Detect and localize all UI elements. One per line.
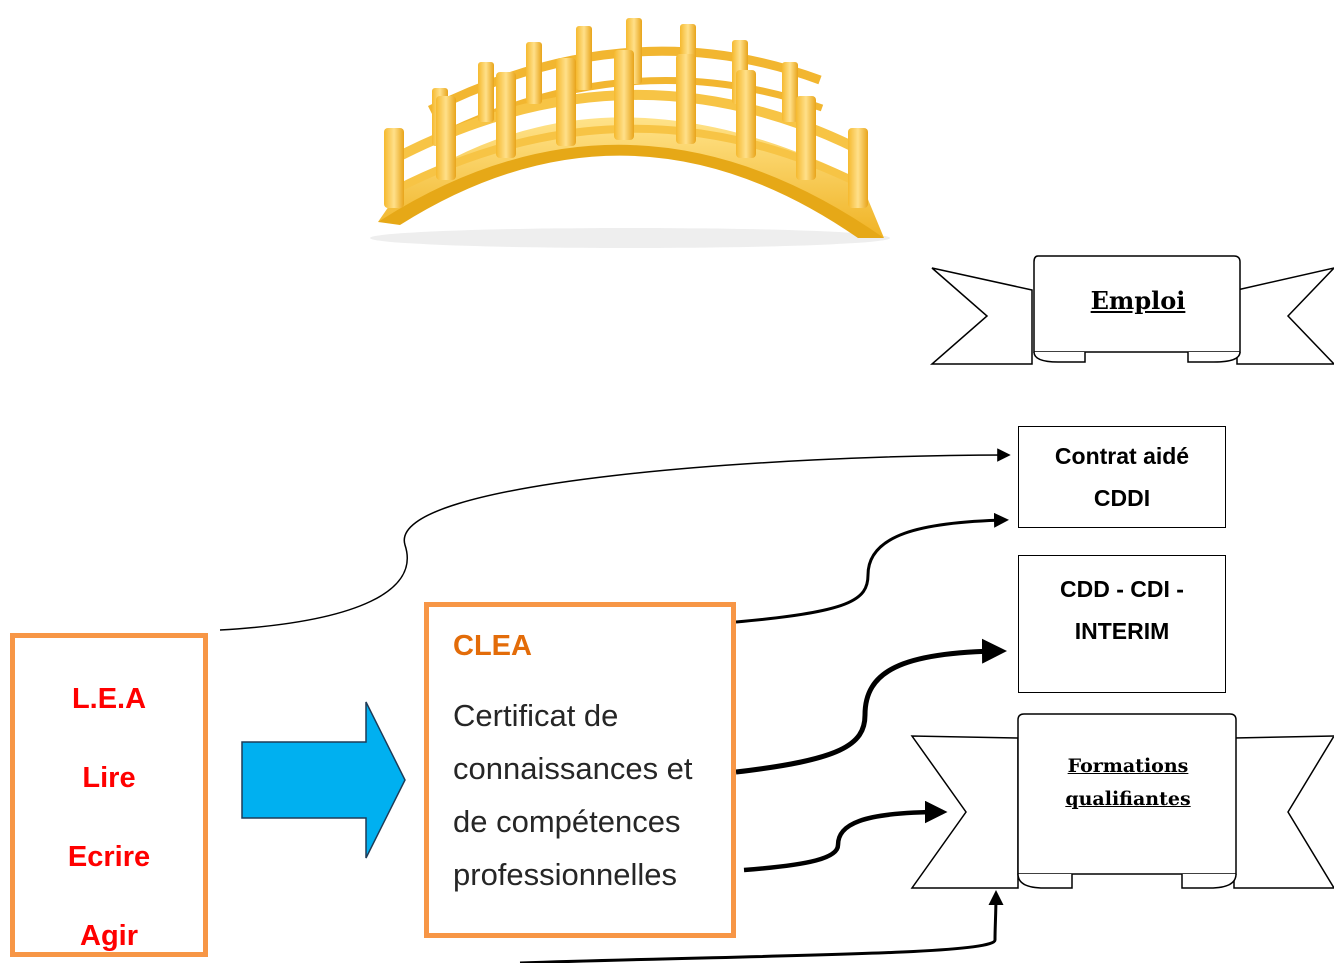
arrow-lea-to-contrat	[219, 448, 1011, 631]
bridge-icon	[370, 18, 890, 248]
clea-box: CLEA Certificat de connaissances et de c…	[424, 602, 736, 938]
lea-box: L.E.A Lire Ecrire Agir	[10, 633, 208, 957]
arrow-clea-to-contrat	[735, 512, 1009, 624]
formations-label: Formations qualifiantes	[1065, 755, 1191, 810]
arrow-clea-to-cdd	[735, 638, 1007, 775]
clea-title: CLEA	[453, 630, 532, 662]
emploi-banner	[930, 255, 1334, 365]
cdd-cdi-interim-box: CDD - CDI - INTERIM	[1018, 555, 1226, 693]
contrat-aide-label: Contrat aidé CDDI	[1054, 443, 1190, 511]
lea-agir: Agir	[80, 920, 138, 952]
lea-lire: Lire	[82, 762, 136, 794]
cdd-cdi-interim-label: CDD - CDI - INTERIM	[1060, 576, 1184, 644]
emploi-label: Emploi	[1090, 286, 1186, 315]
big-arrow	[241, 701, 406, 859]
lea-title: L.E.A	[71, 683, 147, 715]
arrow-bottom-to-formations	[519, 890, 1004, 963]
contrat-aide-box: Contrat aidé CDDI	[1018, 426, 1226, 528]
formations-banner	[910, 713, 1334, 889]
lea-ecrire: Ecrire	[67, 841, 151, 873]
arrow-clea-to-formations	[743, 800, 948, 873]
clea-description: Certificat de connaissances et de compét…	[453, 698, 693, 892]
